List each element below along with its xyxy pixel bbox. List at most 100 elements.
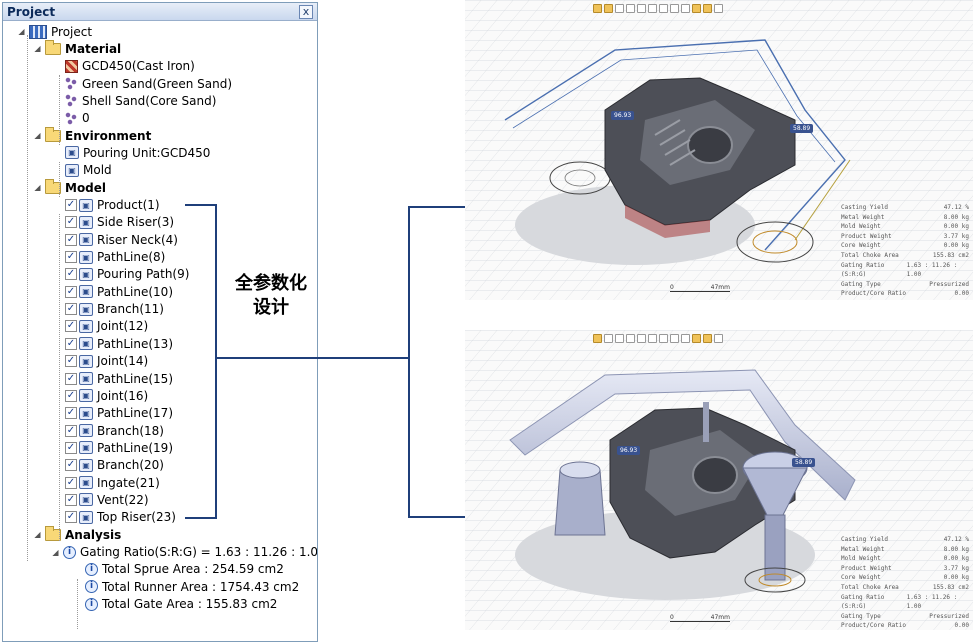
expand-toggle-icon[interactable]: ◢ bbox=[52, 547, 59, 557]
tree-item-project[interactable]: ◢Project bbox=[17, 23, 92, 40]
wire-icon[interactable] bbox=[703, 4, 712, 13]
visibility-checkbox[interactable]: ✓ bbox=[65, 407, 77, 420]
tree-item-model-2[interactable]: ✓▣Riser Neck(4) bbox=[65, 231, 178, 248]
view-front-icon[interactable] bbox=[670, 334, 679, 343]
visibility-checkbox[interactable]: ✓ bbox=[65, 337, 77, 350]
tree-item-model-15[interactable]: ✓▣Branch(20) bbox=[65, 457, 164, 474]
paste-icon[interactable] bbox=[615, 4, 624, 13]
bracket-vertical bbox=[215, 204, 217, 519]
visibility-checkbox[interactable]: ✓ bbox=[65, 268, 77, 281]
zoom-icon[interactable] bbox=[637, 4, 646, 13]
shade-icon[interactable] bbox=[692, 4, 701, 13]
tree-item-model-13[interactable]: ✓▣Branch(18) bbox=[65, 422, 164, 439]
tree-item-label: Environment bbox=[65, 128, 152, 143]
paste-icon[interactable] bbox=[615, 334, 624, 343]
visibility-checkbox[interactable]: ✓ bbox=[65, 233, 77, 246]
settings-icon[interactable] bbox=[714, 334, 723, 343]
tree-item-environment-0[interactable]: ▣Pouring Unit:GCD450 bbox=[65, 144, 210, 161]
stat-value: 47.12 % bbox=[943, 536, 969, 543]
visibility-checkbox[interactable]: ✓ bbox=[65, 511, 77, 524]
visibility-checkbox[interactable]: ✓ bbox=[65, 216, 77, 229]
tree-item-model[interactable]: ◢Model bbox=[33, 178, 106, 196]
expand-toggle-icon[interactable]: ◢ bbox=[34, 131, 41, 141]
visibility-checkbox[interactable]: ✓ bbox=[65, 303, 77, 316]
sand-icon bbox=[65, 77, 78, 91]
tree-item-model-1[interactable]: ✓▣Side Riser(3) bbox=[65, 214, 174, 231]
expand-toggle-icon[interactable]: ◢ bbox=[18, 27, 25, 36]
visibility-checkbox[interactable]: ✓ bbox=[65, 459, 77, 472]
model-part-icon: ▣ bbox=[79, 319, 93, 333]
tree-item-material-0[interactable]: GCD450(Cast Iron) bbox=[65, 58, 195, 75]
copy-icon[interactable] bbox=[604, 4, 613, 13]
tree-item-model-18[interactable]: ✓▣Top Riser(23) bbox=[65, 509, 176, 526]
tree-item-material-2[interactable]: Shell Sand(Core Sand) bbox=[65, 92, 216, 109]
visibility-checkbox[interactable]: ✓ bbox=[65, 372, 77, 385]
tree-item-model-5[interactable]: ✓▣PathLine(10) bbox=[65, 283, 173, 300]
visibility-checkbox[interactable]: ✓ bbox=[65, 320, 77, 333]
fit-icon[interactable] bbox=[659, 334, 668, 343]
tree-item-material-1[interactable]: Green Sand(Green Sand) bbox=[65, 75, 232, 92]
visibility-checkbox[interactable]: ✓ bbox=[65, 285, 77, 298]
visibility-checkbox[interactable]: ✓ bbox=[65, 493, 77, 506]
view-iso-icon[interactable] bbox=[681, 334, 690, 343]
tree-item-model-6[interactable]: ✓▣Branch(11) bbox=[65, 301, 164, 318]
tree-item-material[interactable]: ◢ Material bbox=[33, 39, 122, 57]
visibility-checkbox[interactable]: ✓ bbox=[65, 251, 77, 264]
settings-icon[interactable] bbox=[714, 4, 723, 13]
visibility-checkbox[interactable]: ✓ bbox=[65, 355, 77, 368]
visibility-checkbox[interactable]: ✓ bbox=[65, 389, 77, 402]
expand-toggle-icon[interactable]: ◢ bbox=[34, 183, 41, 193]
tree-item-model-4[interactable]: ✓▣Pouring Path(9) bbox=[65, 266, 189, 283]
expand-toggle-icon[interactable]: ◢ bbox=[34, 530, 41, 540]
tree-item-model-3[interactable]: ✓▣PathLine(8) bbox=[65, 249, 165, 266]
visibility-checkbox[interactable]: ✓ bbox=[65, 441, 77, 454]
shade-icon[interactable] bbox=[692, 334, 701, 343]
rotate-icon[interactable] bbox=[626, 334, 635, 343]
view-iso-icon[interactable] bbox=[681, 4, 690, 13]
pan-icon[interactable] bbox=[648, 4, 657, 13]
tree-item-model-9[interactable]: ✓▣Joint(14) bbox=[65, 353, 148, 370]
tree-item-model-14[interactable]: ✓▣PathLine(19) bbox=[65, 439, 173, 456]
tree-item-model-7[interactable]: ✓▣Joint(12) bbox=[65, 318, 148, 335]
select-icon[interactable] bbox=[593, 334, 602, 343]
tree-item-label: Joint(16) bbox=[97, 388, 149, 403]
tree-item-analysis[interactable]: ◢Analysis bbox=[33, 525, 121, 543]
tree-guide-line bbox=[59, 162, 60, 197]
rotate-icon[interactable] bbox=[626, 4, 635, 13]
tree-item-model-10[interactable]: ✓▣PathLine(15) bbox=[65, 370, 173, 387]
tree-item-model-0[interactable]: ✓▣Product(1) bbox=[65, 197, 160, 214]
stat-label: Gating Ratio (S:R:G) bbox=[841, 261, 885, 279]
tree-item-material-3[interactable]: 0 bbox=[65, 110, 90, 127]
tree-item-environment-1[interactable]: ▣Mold bbox=[65, 162, 112, 179]
close-icon[interactable]: x bbox=[299, 4, 313, 19]
visibility-checkbox[interactable]: ✓ bbox=[65, 424, 77, 437]
zoom-icon[interactable] bbox=[637, 334, 646, 343]
folder-icon bbox=[45, 525, 61, 541]
tree-item-model-16[interactable]: ✓▣Ingate(21) bbox=[65, 474, 160, 491]
tree-item-environment[interactable]: ◢ Environment bbox=[33, 126, 152, 144]
wire-icon[interactable] bbox=[703, 334, 712, 343]
visibility-checkbox[interactable]: ✓ bbox=[65, 199, 77, 211]
tree-item-model-12[interactable]: ✓▣PathLine(17) bbox=[65, 405, 173, 422]
tree-item-model-8[interactable]: ✓▣PathLine(13) bbox=[65, 335, 173, 352]
expand-toggle-icon[interactable]: ◢ bbox=[34, 44, 41, 54]
tree-item-label: Material bbox=[65, 41, 122, 56]
select-icon[interactable] bbox=[593, 4, 602, 13]
tree-item-model-11[interactable]: ✓▣Joint(16) bbox=[65, 387, 148, 404]
visibility-checkbox[interactable]: ✓ bbox=[65, 476, 77, 489]
view-front-icon[interactable] bbox=[670, 4, 679, 13]
tree-item-model-17[interactable]: ✓▣Vent(22) bbox=[65, 491, 149, 508]
pan-icon[interactable] bbox=[648, 334, 657, 343]
folder-icon bbox=[45, 39, 61, 55]
copy-icon[interactable] bbox=[604, 334, 613, 343]
fit-icon[interactable] bbox=[659, 4, 668, 13]
